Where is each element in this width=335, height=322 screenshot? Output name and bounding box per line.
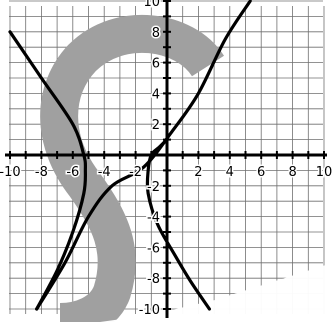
curve-3 <box>145 138 211 311</box>
y-tick-label: 6 <box>152 57 160 72</box>
x-tick-label: -4 <box>98 165 111 180</box>
y-tick-label: -2 <box>147 180 160 195</box>
s-watermark <box>0 14 335 322</box>
y-tick-label: -10 <box>139 303 160 318</box>
x-tick-label: 10 <box>316 165 333 180</box>
y-tick-label: 8 <box>152 26 160 41</box>
axes <box>5 0 327 318</box>
y-tick-label: -8 <box>147 272 160 287</box>
x-tick-label: -2 <box>129 165 142 180</box>
y-tick-label: 2 <box>152 118 160 133</box>
curve-1 <box>8 30 88 311</box>
curves <box>8 0 252 311</box>
x-tick-label: -8 <box>35 165 48 180</box>
watermark-white-band <box>0 262 335 322</box>
s-watermark-upper-stroke <box>40 14 224 322</box>
curve-2 <box>35 0 252 311</box>
y-tick-label: 10 <box>143 0 160 10</box>
y-tick-label: -4 <box>147 211 160 226</box>
x-tick-label: 6 <box>257 165 265 180</box>
x-tick-label: 4 <box>226 165 234 180</box>
x-tick-label: -10 <box>0 165 21 180</box>
x-tick-label: -6 <box>66 165 79 180</box>
y-tick-label: -6 <box>147 241 160 256</box>
x-tick-label: 8 <box>288 165 296 180</box>
y-tick-label: 4 <box>152 87 160 102</box>
x-tick-label: 2 <box>194 165 202 180</box>
